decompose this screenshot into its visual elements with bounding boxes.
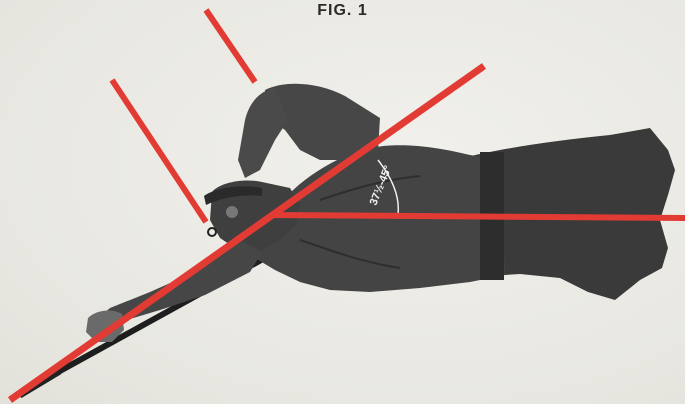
reference-line-short-top: [206, 10, 255, 82]
eye-marker-icon: [208, 228, 216, 236]
reference-line-long-left: [112, 80, 206, 222]
cap-badge-icon: [226, 206, 238, 218]
reference-line-body-axis: [270, 215, 685, 218]
